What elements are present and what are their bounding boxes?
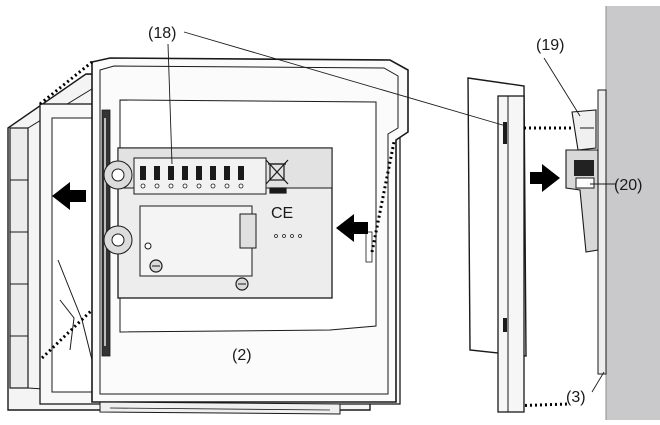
plate-details [274,234,302,238]
mounting-plate [597,89,607,375]
gear-icon [103,160,133,255]
assembly-guide-lines [39,60,569,408]
bottom-strip [99,401,341,415]
arrow-right-icon [530,164,560,192]
callout-19: (19) [536,37,564,54]
callout-20: (20) [614,177,642,194]
electronic-module [103,147,333,299]
callout-18: (18) [148,25,176,42]
weee-bin-icon [265,159,289,194]
coupling-mechanism [565,109,599,253]
frame-side-profile [467,77,527,413]
arrow-left-icon [336,214,368,242]
leader-lines [167,31,616,393]
callout-3: (3) [566,389,586,406]
terminal-holes [140,183,244,189]
arrow-left-icon [52,182,86,210]
wall-surface [606,6,660,420]
callout-2: (2) [232,347,252,364]
ce-mark-icon: CE [271,205,293,222]
terminal-screws [140,166,244,180]
